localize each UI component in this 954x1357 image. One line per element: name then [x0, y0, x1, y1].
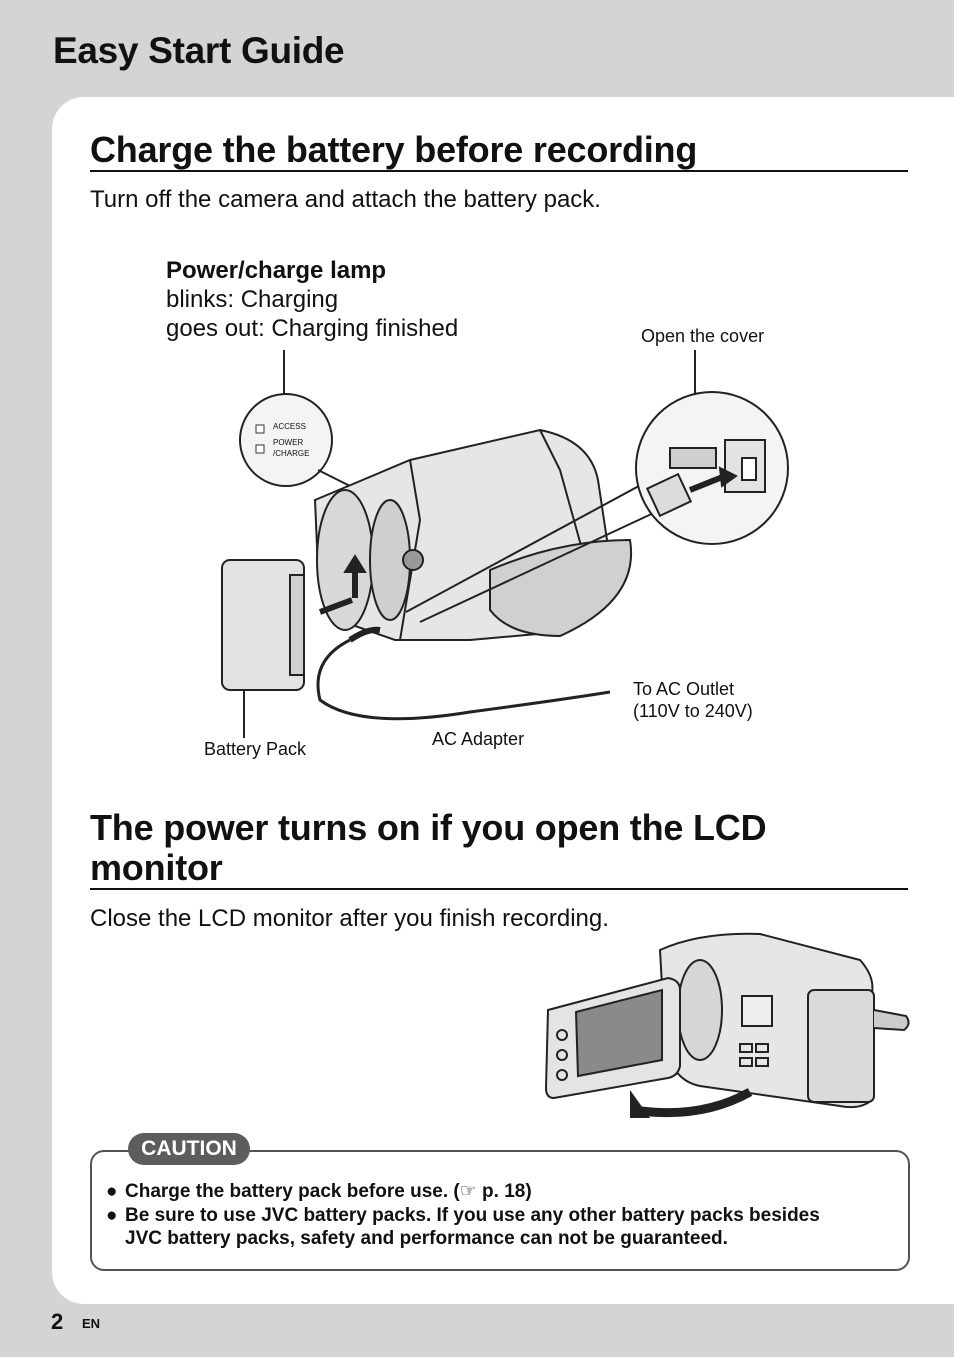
lamp-blinks: blinks: Charging	[166, 286, 339, 313]
lcd-open-illustration	[544, 932, 910, 1118]
callout-power: POWER	[273, 438, 304, 447]
lamp-description: Power/charge lamp blinks: Charging goes …	[166, 256, 458, 343]
label-open-cover: Open the cover	[641, 326, 765, 346]
lamp-title: Power/charge lamp	[166, 257, 387, 284]
callout-charge: /CHARGE	[273, 449, 310, 458]
bullet-icon: ●	[106, 1181, 118, 1202]
section-heading-lcd-line1: The power turns on if you open the LCD	[90, 807, 767, 848]
caution-box	[90, 1150, 910, 1271]
bullet-icon: ●	[106, 1205, 118, 1226]
section-heading-lcd: The power turns on if you open the LCD m…	[90, 808, 908, 890]
caution-badge: CAUTION	[128, 1133, 250, 1165]
caution-item-2-line2: JVC battery packs, safety and performanc…	[125, 1228, 728, 1249]
caution-item-1-ref: p. 18)	[476, 1181, 532, 1202]
charging-illustration	[221, 350, 789, 738]
lamp-goes-out: goes out: Charging finished	[166, 315, 459, 342]
label-battery-pack: Battery Pack	[204, 739, 307, 759]
page-number: 2	[51, 1309, 64, 1334]
caution-item-2-line1: Be sure to use JVC battery packs. If you…	[125, 1205, 820, 1226]
content-panel	[52, 97, 954, 1304]
language-code: EN	[82, 1316, 101, 1331]
section-heading-lcd-line2: monitor	[90, 847, 223, 888]
section-heading-charge: Charge the battery before recording	[90, 130, 908, 172]
section-lead-charge: Turn off the camera and attach the batte…	[90, 186, 601, 213]
section-lead-lcd: Close the LCD monitor after you finish r…	[90, 905, 609, 932]
guide-title: Easy Start Guide	[53, 30, 345, 71]
label-ac-adapter: AC Adapter	[432, 729, 525, 749]
pointing-hand-icon: ☞	[459, 1181, 477, 1202]
callout-access: ACCESS	[273, 422, 306, 431]
label-ac-outlet: To AC Outlet (110V to 240V)	[633, 678, 753, 722]
label-ac-outlet-line1: To AC Outlet	[633, 679, 735, 699]
caution-item-1-text: Charge the battery pack before use. (	[125, 1181, 460, 1202]
label-ac-outlet-line2: (110V to 240V)	[633, 701, 753, 721]
